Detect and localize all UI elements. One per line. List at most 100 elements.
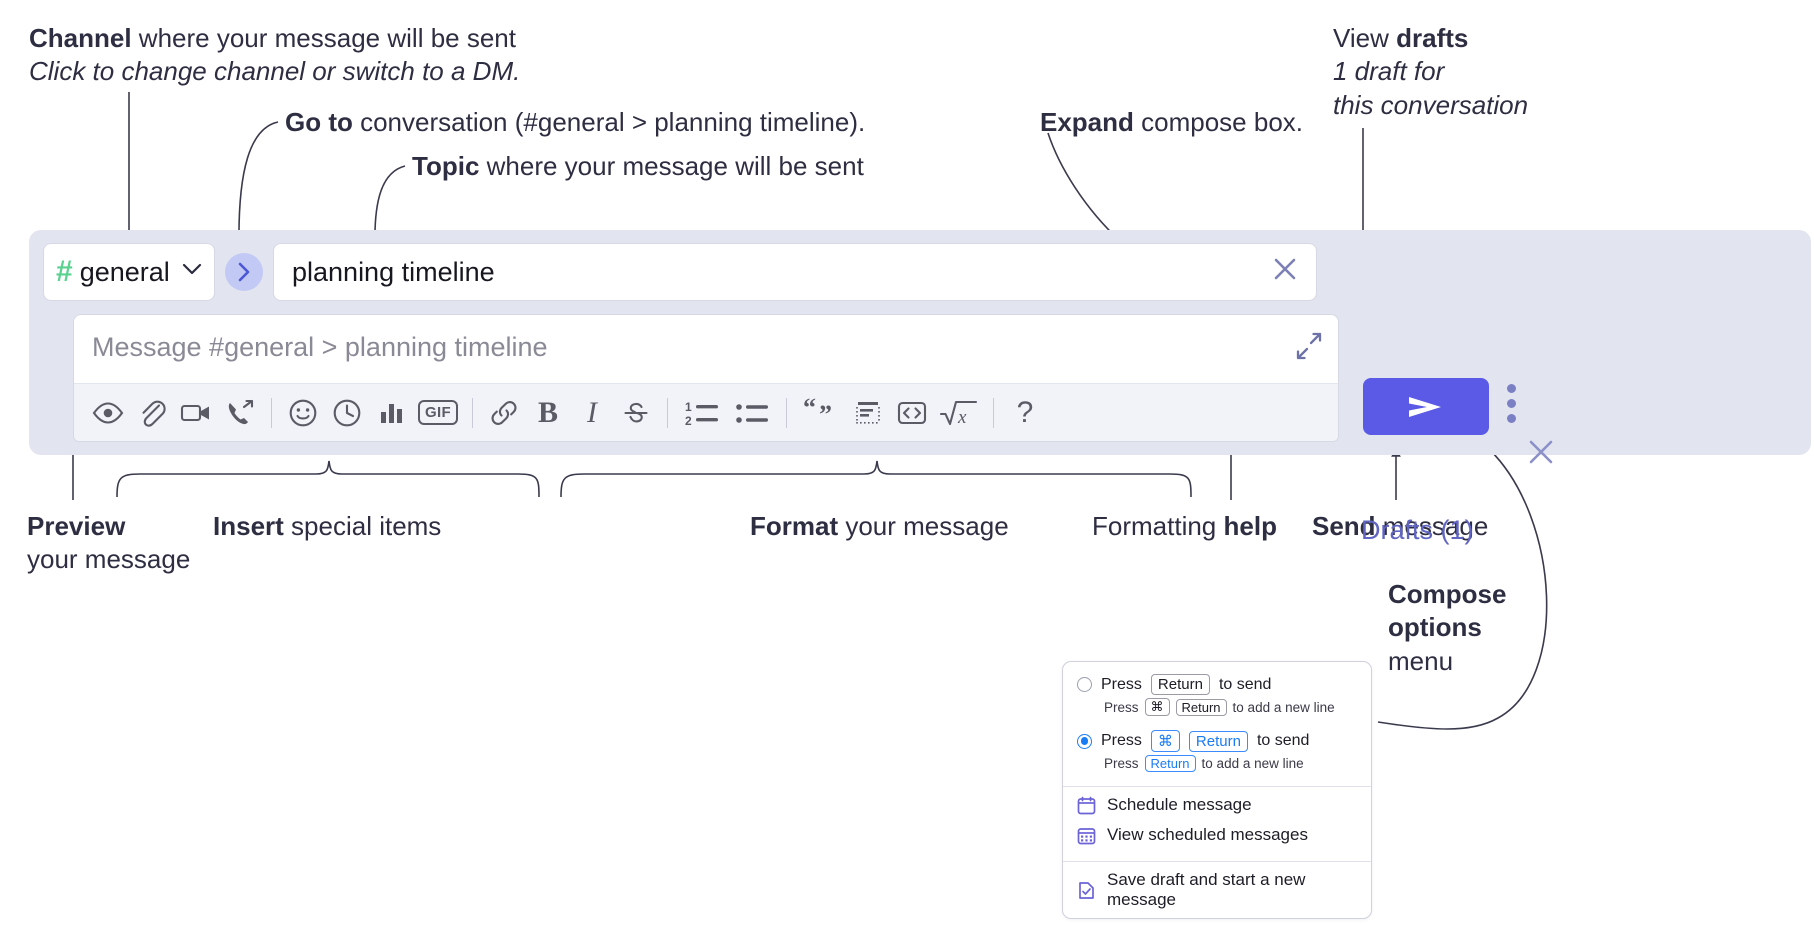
code-block-icon[interactable] <box>846 391 890 435</box>
channel-selector[interactable]: # general <box>43 243 215 301</box>
annotation-channel: Channel where your message will be sent … <box>29 22 520 89</box>
poll-icon[interactable] <box>369 391 413 435</box>
video-icon[interactable] <box>174 391 218 435</box>
compose-header-row: # general planning timeline <box>43 243 1317 301</box>
annotation-goto-bold: Go to <box>285 107 353 137</box>
gif-icon[interactable]: GIF <box>413 391 463 435</box>
option-sub-prefix: Press <box>1104 756 1139 771</box>
italic-label: I <box>587 395 597 429</box>
drafts-link[interactable]: Drafts (1) <box>1361 515 1474 545</box>
gif-label: GIF <box>418 400 458 425</box>
svg-text:1: 1 <box>685 400 692 414</box>
annotation-insert-bold: Insert <box>213 511 284 541</box>
annotation-drafts-bold: drafts <box>1396 23 1469 53</box>
toolbar-divider <box>271 397 272 428</box>
close-icon[interactable] <box>1270 254 1300 290</box>
hash-icon: # <box>56 255 73 288</box>
annotation-send-bold: Send <box>1312 511 1376 541</box>
send-option-return[interactable]: Press Return to send <box>1063 672 1371 697</box>
annotation-preview: Preview your message <box>27 510 190 577</box>
option-suffix: to send <box>1218 675 1272 693</box>
option-sub-prefix: Press <box>1104 699 1139 715</box>
paperclip-icon[interactable] <box>130 391 174 435</box>
toolbar-divider <box>786 397 787 428</box>
strikethrough-icon[interactable] <box>614 391 658 435</box>
compose-options-button[interactable] <box>1507 384 1516 423</box>
menu-item-save-draft[interactable]: Save draft and start a new message <box>1063 862 1371 918</box>
annotation-topic: Topic where your message will be sent <box>412 150 864 183</box>
annotation-format-bold: Format <box>750 511 839 541</box>
annotation-channel-italic: Click to change channel or switch to a D… <box>29 56 521 87</box>
menu-divider <box>1063 861 1371 862</box>
annotation-compose-rest: menu <box>1388 645 1454 676</box>
kebab-dot <box>1507 414 1516 423</box>
calendar-icon <box>1077 796 1096 815</box>
question-mark-icon[interactable]: ? <box>1003 391 1047 435</box>
annotation-drafts-italic2: this conversation <box>1333 89 1529 120</box>
menu-divider <box>1063 786 1371 787</box>
italic-icon[interactable]: I <box>570 391 614 435</box>
math-icon[interactable]: x <box>934 391 984 435</box>
svg-text:x: x <box>957 407 967 428</box>
code-icon[interactable] <box>890 391 934 435</box>
menu-item-view-scheduled[interactable]: View scheduled messages <box>1063 823 1371 853</box>
bold-label: B <box>537 395 558 429</box>
annotation-compose-bold1: Compose <box>1388 579 1507 609</box>
annotation-goto-rest: conversation (#general > planning timeli… <box>352 107 866 137</box>
menu-item-label: Save draft and start a new message <box>1107 870 1306 909</box>
send-option-cmd-return[interactable]: Press ⌘ Return to send <box>1063 728 1371 754</box>
annotation-topic-bold: Topic <box>412 151 480 181</box>
emoji-icon[interactable] <box>281 391 325 435</box>
radio-icon-selected[interactable] <box>1077 733 1092 749</box>
key-return: Return <box>1175 698 1227 716</box>
expand-icon[interactable] <box>1294 331 1324 366</box>
bullet-list-icon[interactable] <box>727 391 777 435</box>
key-command: ⌘ <box>1150 730 1180 752</box>
svg-text:”: ” <box>819 400 832 429</box>
eye-icon[interactable] <box>86 391 130 435</box>
annotation-drafts: View drafts 1 draft for this conversatio… <box>1333 22 1528 122</box>
toolbar-divider <box>667 397 668 428</box>
svg-text:“: “ <box>803 396 816 422</box>
topic-value: planning timeline <box>292 256 495 287</box>
clock-icon[interactable] <box>325 391 369 435</box>
link-icon[interactable] <box>482 391 526 435</box>
key-return: Return <box>1188 730 1248 752</box>
annotation-topic-rest: where your message will be sent <box>479 151 864 181</box>
annotation-preview-bold: Preview <box>27 511 126 541</box>
option-sub-suffix: to add a new line <box>1201 756 1304 771</box>
menu-item-label: Schedule message <box>1107 795 1252 814</box>
send-button[interactable] <box>1363 378 1489 435</box>
annotation-help: Formatting help <box>1092 510 1277 543</box>
panel-close-icon[interactable] <box>1524 435 1558 475</box>
message-input-container[interactable]: Message #general > planning timeline <box>73 314 1339 442</box>
phone-forward-icon[interactable] <box>218 391 262 435</box>
compose-panel: # general planning timeline Message #gen… <box>29 230 1811 545</box>
channel-name-label: general <box>79 256 170 287</box>
annotation-help-lead: Formatting <box>1092 511 1224 541</box>
radio-icon[interactable] <box>1077 677 1092 692</box>
send-arrow-icon <box>1409 396 1441 417</box>
annotation-compose-bold2: options <box>1388 612 1482 643</box>
goto-conversation-button[interactable] <box>225 253 263 291</box>
annotation-drafts-italic1: 1 draft for <box>1333 56 1445 87</box>
kebab-dot <box>1507 384 1516 393</box>
compose-options-menu: Press Return to send Press ⌘ Return to a… <box>1062 661 1372 919</box>
option-prefix: Press <box>1101 732 1142 749</box>
key-return: Return <box>1150 674 1210 695</box>
annotation-format-rest: your message <box>838 511 1009 541</box>
topic-input[interactable]: planning timeline <box>273 243 1317 301</box>
save-draft-icon <box>1077 881 1096 900</box>
blockquote-icon[interactable]: “” <box>796 391 846 435</box>
message-input-placeholder: Message #general > planning timeline <box>92 332 548 362</box>
send-option-cmd-return-sub: Press Return to add a new line <box>1063 754 1371 778</box>
menu-item-schedule-message[interactable]: Schedule message <box>1063 787 1371 823</box>
option-suffix: to send <box>1256 732 1310 749</box>
toolbar-divider <box>472 397 473 428</box>
annotation-expand-bold: Expand <box>1040 107 1134 137</box>
annotation-expand: Expand compose box. <box>1040 106 1303 139</box>
toolbar-divider <box>993 397 994 428</box>
bold-icon[interactable]: B <box>526 391 570 435</box>
